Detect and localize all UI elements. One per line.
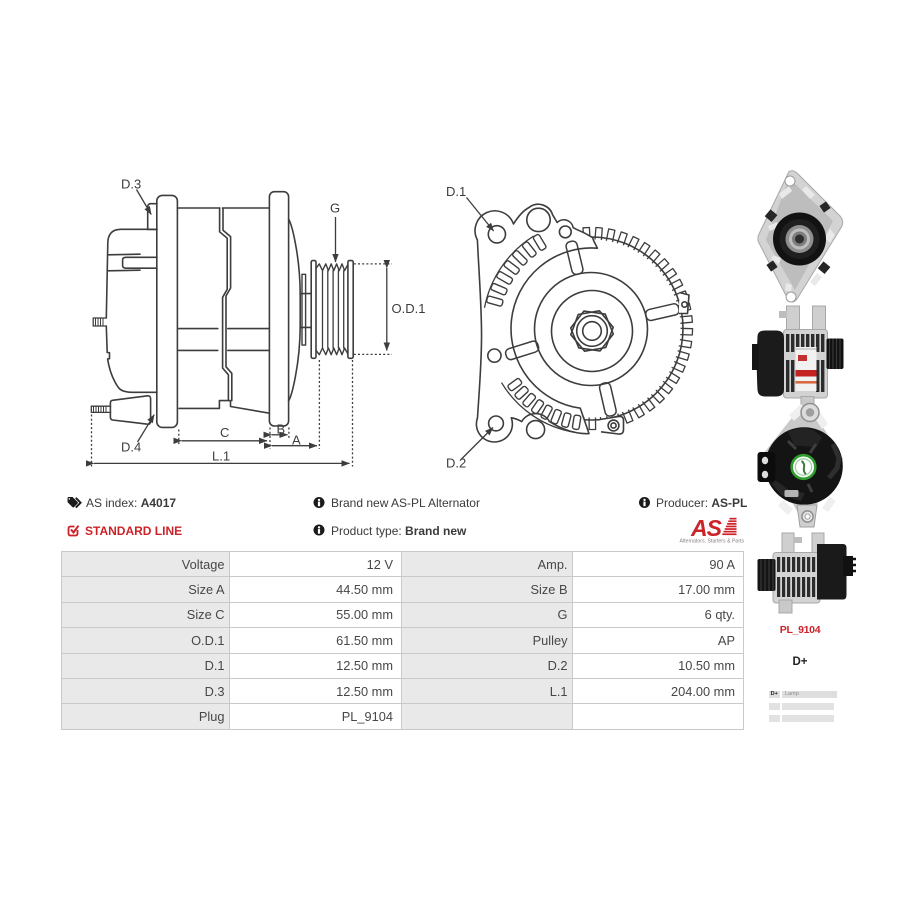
svg-text:G: G [330,201,340,216]
svg-text:D.1: D.1 [446,184,466,199]
svg-text:D.2: D.2 [446,456,466,471]
svg-text:B: B [277,422,286,437]
svg-text:D.3: D.3 [121,177,141,192]
svg-text:A: A [292,433,301,448]
svg-text:O.D.1: O.D.1 [392,301,426,316]
svg-text:L.1: L.1 [212,449,230,464]
svg-text:C: C [220,425,229,440]
svg-text:AS: AS [690,515,723,541]
svg-text:D.4: D.4 [121,440,141,455]
svg-text:Alternators, Starters & Parts: Alternators, Starters & Parts [680,538,745,544]
